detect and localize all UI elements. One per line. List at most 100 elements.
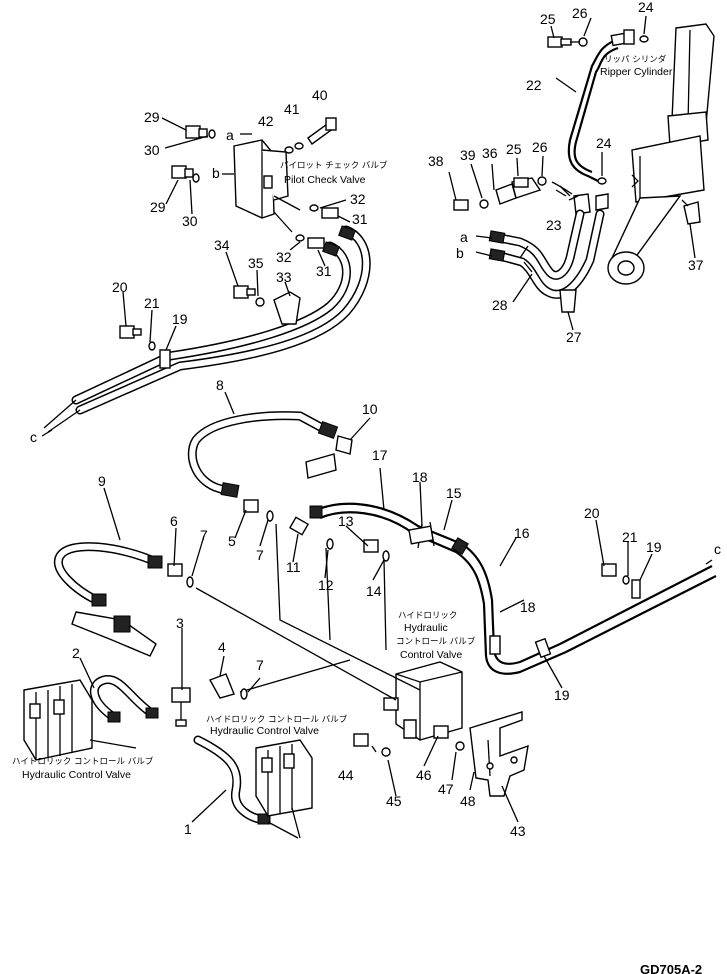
leader-lines — [79, 15, 696, 823]
part-number-20: 20 — [584, 505, 600, 521]
part-number-47: 47 — [438, 781, 454, 797]
part-number-20: 20 — [112, 279, 128, 295]
part-number-17: 17 — [372, 447, 388, 463]
part-number-31: 31 — [352, 211, 368, 227]
washer-26-mid — [537, 176, 547, 186]
svg-text:パイロット チェック バルブ: パイロット チェック バルブ — [280, 160, 388, 171]
washer-42 — [284, 146, 294, 154]
fitting-31-b — [307, 237, 325, 249]
figure-code: GD705A-2 — [640, 962, 702, 974]
bolt-44 — [353, 733, 369, 747]
part-number-12: 12 — [318, 577, 334, 593]
svg-text:リッパ シリンダ: リッパ シリンダ — [604, 54, 667, 65]
fitting-37 — [683, 201, 701, 225]
hydraulic-control-valve-center — [383, 661, 463, 741]
part-number-29: 29 — [144, 109, 160, 125]
part-number-33: 33 — [276, 269, 292, 285]
part-number-41: 41 — [284, 101, 300, 117]
part-number-23: 23 — [546, 217, 562, 233]
part-number-44: 44 — [338, 767, 354, 783]
part-number-25: 25 — [506, 141, 522, 157]
svg-text:ハイドロリック コントロール バルブ: ハイドロリック コントロール バルブ — [12, 756, 154, 767]
fitting-6 — [167, 563, 183, 577]
fitting-5 — [243, 499, 259, 513]
part-number-30: 30 — [182, 213, 198, 229]
part-number-35: 35 — [248, 255, 264, 271]
bolt-40 — [307, 117, 337, 145]
part-number-6: 6 — [170, 513, 178, 529]
part-number-26: 26 — [572, 5, 588, 21]
oring-7-b — [266, 510, 274, 522]
fitting-11 — [288, 516, 310, 536]
plug-8 — [305, 453, 337, 479]
part-number-36: 36 — [482, 145, 498, 161]
part-number-32: 32 — [350, 191, 366, 207]
part-number-24: 24 — [638, 0, 654, 15]
svg-text:Control Valve: Control Valve — [400, 649, 462, 661]
ref-letter-b-right: b — [456, 245, 464, 261]
clamp-33 — [273, 291, 301, 325]
fitting-10 — [335, 435, 353, 455]
washer-21-left — [148, 341, 156, 351]
part-number-7: 7 — [256, 547, 264, 563]
part-number-43: 43 — [510, 823, 526, 839]
tube-16 — [319, 511, 567, 675]
part-number-48: 48 — [460, 793, 476, 809]
caption-hydraulic-control-valve-center: ハイドロリック Hydraulic コントロール バルブ Control Val… — [396, 611, 476, 661]
part-number-3: 3 — [176, 615, 184, 631]
part-number-27: 27 — [566, 329, 582, 345]
oring-32-a — [309, 204, 319, 212]
part-number-labels: 25 26 24 22 38 39 36 25 26 24 23 37 28 2… — [72, 0, 704, 839]
svg-text:ハイドロリック コントロール バルブ: ハイドロリック コントロール バルブ — [206, 714, 348, 725]
bolt-25-top — [547, 36, 572, 48]
svg-text:ハイドロリック: ハイドロリック — [398, 611, 457, 621]
bracket-43 — [469, 711, 529, 797]
ref-letter-a-left: a — [226, 127, 234, 143]
part-number-40: 40 — [312, 87, 328, 103]
washer-39 — [479, 199, 489, 209]
part-number-4: 4 — [218, 639, 226, 655]
part-number-22: 22 — [526, 77, 542, 93]
oring-32-b — [295, 234, 305, 242]
part-number-18: 18 — [520, 599, 536, 615]
svg-text:コントロール バルブ: コントロール バルブ — [396, 636, 476, 647]
part-number-21: 21 — [144, 295, 160, 311]
part-number-26: 26 — [532, 139, 548, 155]
oring-30-top — [208, 129, 216, 139]
washer-47 — [455, 741, 465, 751]
hydraulic-control-valve-left — [23, 679, 93, 761]
part-number-19: 19 — [554, 687, 570, 703]
hose-1 — [193, 735, 269, 825]
bolt-46 — [433, 725, 449, 739]
fitting-29-mid — [171, 165, 187, 179]
clamp-19-right — [631, 579, 641, 599]
tube-22 — [567, 36, 623, 183]
part-number-5: 5 — [228, 533, 236, 549]
oring-7-a — [186, 576, 194, 588]
pilot-check-valve — [233, 139, 289, 219]
part-number-19: 19 — [646, 539, 662, 555]
oring-7-c — [240, 688, 248, 700]
caption-pilot-check-valve: パイロット チェック バルブ Pilot Check Valve — [280, 160, 388, 186]
oring-12 — [326, 538, 334, 550]
ref-letter-c-left: c — [30, 429, 37, 445]
ref-letter-b-left: b — [212, 165, 220, 181]
part-number-14: 14 — [366, 583, 382, 599]
elbow-4 — [208, 673, 235, 699]
caption-hydraulic-control-valve-bottom: ハイドロリック コントロール バルブ Hydraulic Control Val… — [206, 714, 348, 737]
washer-35 — [255, 297, 265, 307]
washer-45 — [381, 747, 391, 757]
part-number-38: 38 — [428, 153, 444, 169]
part-number-29: 29 — [150, 199, 166, 215]
part-number-15: 15 — [446, 485, 462, 501]
part-number-39: 39 — [460, 147, 476, 163]
oring-30-mid — [192, 173, 200, 183]
bolt-20-left — [119, 325, 135, 339]
oring-14 — [382, 550, 390, 562]
clamp-19-center — [489, 635, 501, 655]
part-number-7: 7 — [200, 527, 208, 543]
part-number-25: 25 — [540, 11, 556, 27]
part-number-7: 7 — [256, 657, 264, 673]
